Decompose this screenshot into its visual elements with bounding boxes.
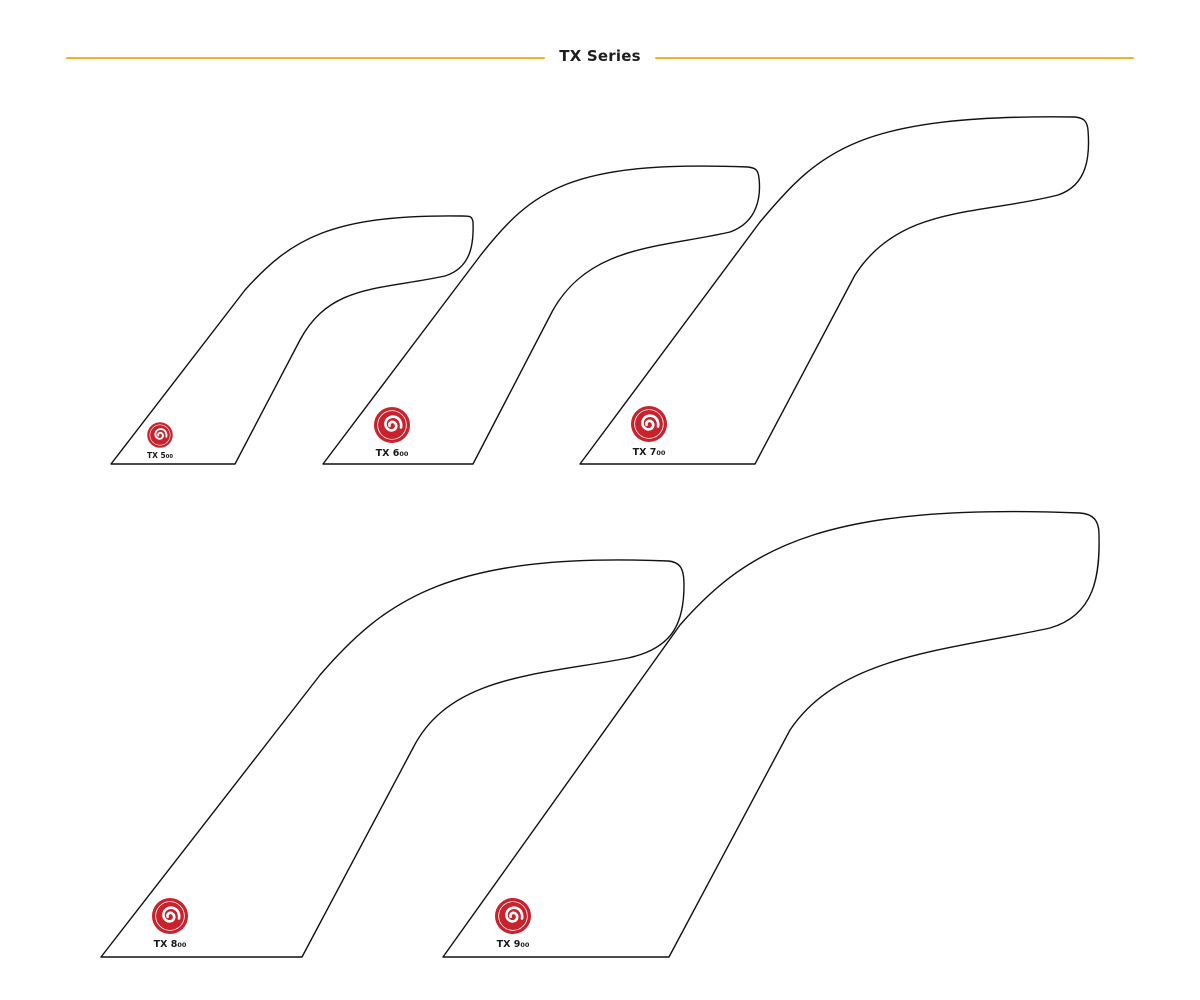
header-rule-left (66, 57, 545, 59)
logo-disc (147, 422, 173, 448)
fin-size: 00 (166, 454, 174, 460)
logo-disc (373, 406, 411, 444)
logo-ring (498, 901, 528, 931)
fin-size: 00 (177, 941, 187, 949)
hanalei-fins-logo (151, 897, 189, 935)
fin-model: TX 9 (497, 939, 521, 950)
wave-swirl-icon (505, 906, 524, 923)
logo-ring (149, 424, 171, 446)
fin-label: TX 800 (154, 939, 187, 950)
wave-swirl-icon (154, 428, 168, 440)
fin-model: TX 7 (633, 447, 657, 458)
fin-label: TX 600 (376, 448, 409, 459)
series-header: TX Series (66, 45, 1134, 71)
fin-label: TX 500 (147, 451, 173, 460)
logo-ring (377, 410, 407, 440)
fin-outline (100, 559, 685, 958)
fin-template-tx500: TX 500 (110, 215, 474, 465)
fin-template-tx800: TX 800 (100, 559, 685, 958)
fin-template-tx900: TX 900 (442, 510, 1100, 958)
logo-disc (630, 405, 668, 443)
wave-swirl-icon (162, 906, 181, 923)
fin-outline (322, 165, 761, 465)
fin-label: TX 700 (633, 447, 666, 458)
logo-disc (151, 897, 189, 935)
fin-template-tx600: TX 600 (322, 165, 761, 465)
logo-ring (155, 901, 185, 931)
logo-ring (634, 409, 664, 439)
hanalei-fins-logo (373, 406, 411, 444)
fin-model: TX 5 (147, 451, 166, 460)
page-title: TX Series (559, 47, 641, 65)
fin-size: 00 (656, 449, 666, 457)
fin-outline (579, 116, 1090, 465)
header-rule-right (655, 57, 1134, 59)
wave-swirl-icon (641, 414, 660, 431)
logo-disc (494, 897, 532, 935)
fin-model: TX 8 (154, 939, 178, 950)
hanalei-fins-logo (630, 405, 668, 443)
fin-outline (442, 510, 1100, 958)
fin-outline (110, 215, 474, 465)
wave-swirl-icon (384, 415, 403, 432)
fin-size: 00 (520, 941, 530, 949)
fin-model: TX 6 (376, 448, 400, 459)
fin-template-tx700: TX 700 (579, 116, 1090, 465)
fin-label: TX 900 (497, 939, 530, 950)
hanalei-fins-logo (147, 422, 173, 448)
hanalei-fins-logo (494, 897, 532, 935)
fin-size: 00 (399, 450, 409, 458)
